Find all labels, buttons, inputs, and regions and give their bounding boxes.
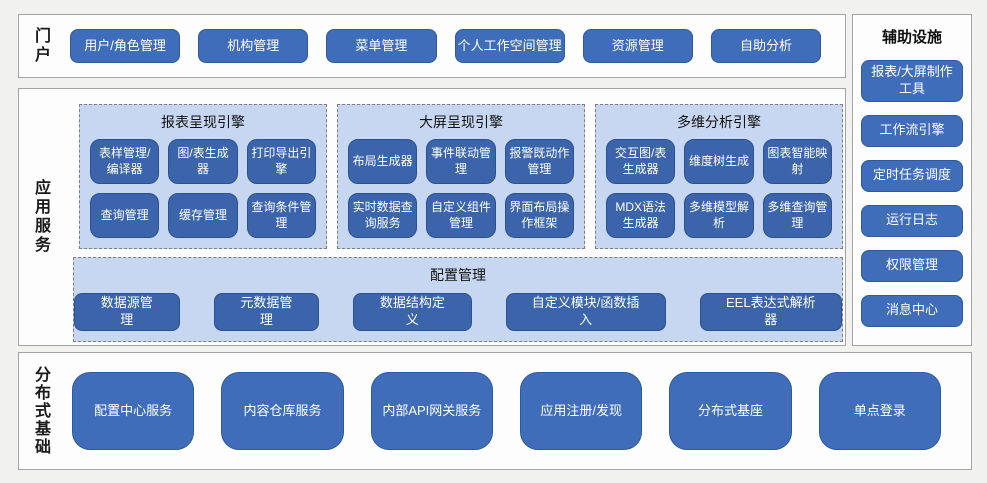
portal-button[interactable]: 自助分析 (710, 29, 822, 63)
engine-button[interactable]: 图表智能映射 (762, 139, 832, 184)
engine-button[interactable]: 自定义组件管理 (426, 193, 496, 238)
engine-button[interactable]: MDX语法生成器 (606, 193, 676, 238)
engine-button[interactable]: 打印导出引擎 (246, 139, 316, 184)
portal-button[interactable]: 菜单管理 (326, 29, 437, 63)
config-button[interactable]: 数据源管理 (74, 293, 180, 331)
auxiliary-button[interactable]: 定时任务调度 (861, 159, 963, 192)
config-title: 配置管理 (430, 267, 486, 283)
portal-section: 门户 用户/角色管理机构管理菜单管理个人工作空间管理资源管理自助分析 (18, 14, 846, 78)
engine-button[interactable]: 查询条件管理 (246, 193, 316, 238)
engine-button[interactable]: 交互图/表生成器 (606, 139, 676, 184)
engine-title: 报表呈现引擎 (161, 114, 245, 130)
config-button[interactable]: 自定义模块/函数插入 (505, 293, 666, 331)
engine-panel-bigscreen: 大屏呈现引擎 布局生成器事件联动管理报警既动作管理实时数据查询服务自定义组件管理… (337, 104, 585, 249)
config-button[interactable]: EEL表达式解析器 (699, 293, 842, 331)
auxiliary-button[interactable]: 权限管理 (861, 249, 963, 282)
engine-button[interactable]: 布局生成器 (348, 139, 418, 184)
engine-button[interactable]: 实时数据查询服务 (348, 193, 418, 238)
auxiliary-section: 辅助设施 报表/大屏制作工具工作流引擎定时任务调度运行日志权限管理消息中心 (852, 14, 972, 346)
distributed-buttons: 配置中心服务内容仓库服务内部API网关服务应用注册/发现分布式基座单点登录 (72, 372, 941, 450)
distributed-label: 分布式基础 (32, 366, 49, 456)
portal-button[interactable]: 机构管理 (198, 29, 309, 63)
engine-button[interactable]: 查询管理 (90, 193, 160, 238)
config-button[interactable]: 数据结构定义 (353, 293, 472, 331)
engine-button[interactable]: 缓存管理 (168, 193, 238, 238)
app-services-section: 应用服务 报表呈现引擎 表样管理/编译器图/表生成器打印导出引擎查询管理缓存管理… (18, 88, 846, 346)
auxiliary-button[interactable]: 工作流引擎 (861, 114, 963, 147)
engine-button[interactable]: 事件联动管理 (426, 139, 496, 184)
engine-button[interactable]: 多维模型解析 (684, 193, 754, 238)
distributed-section: 分布式基础 配置中心服务内容仓库服务内部API网关服务应用注册/发现分布式基座单… (18, 352, 972, 470)
auxiliary-button[interactable]: 报表/大屏制作工具 (861, 60, 963, 102)
portal-button[interactable]: 个人工作空间管理 (454, 29, 565, 63)
distributed-button[interactable]: 内容仓库服务 (221, 372, 344, 450)
portal-button[interactable]: 资源管理 (582, 29, 693, 63)
auxiliary-button[interactable]: 运行日志 (861, 204, 963, 237)
engine-buttons: 交互图/表生成器维度树生成图表智能映射 MDX语法生成器多维模型解析多维查询管理 (596, 139, 842, 238)
engine-button[interactable]: 多维查询管理 (762, 193, 832, 238)
auxiliary-title: 辅助设施 (881, 29, 942, 46)
engine-buttons: 表样管理/编译器图/表生成器打印导出引擎查询管理缓存管理查询条件管理 (80, 139, 326, 238)
engine-title: 多维分析引擎 (677, 114, 761, 130)
auxiliary-button[interactable]: 消息中心 (861, 294, 963, 327)
engine-button[interactable]: 表样管理/编译器 (90, 139, 160, 184)
config-panel: 配置管理 数据源管理元数据管理数据结构定义自定义模块/函数插入 EEL表达式解析器 (73, 257, 843, 342)
distributed-button[interactable]: 应用注册/发现 (519, 372, 643, 450)
portal-items: 用户/角色管理机构管理菜单管理个人工作空间管理资源管理自助分析 (70, 29, 822, 63)
engine-panel-olap: 多维分析引擎 交互图/表生成器维度树生成图表智能映射 MDX语法生成器多维模型解析… (595, 104, 843, 249)
engine-buttons: 布局生成器事件联动管理报警既动作管理实时数据查询服务自定义组件管理界面布局操作框… (338, 139, 584, 238)
engine-panel-report: 报表呈现引擎 表样管理/编译器图/表生成器打印导出引擎查询管理缓存管理查询条件管… (79, 104, 327, 249)
app-services-label: 应用服务 (32, 179, 49, 255)
engine-title: 大屏呈现引擎 (419, 114, 503, 130)
engine-button[interactable]: 报警既动作管理 (504, 139, 574, 184)
engine-button[interactable]: 图/表生成器 (168, 139, 238, 184)
distributed-button[interactable]: 单点登录 (818, 372, 941, 450)
config-button[interactable]: 元数据管理 (213, 293, 320, 331)
engine-panels: 报表呈现引擎 表样管理/编译器图/表生成器打印导出引擎查询管理缓存管理查询条件管… (79, 104, 843, 249)
engine-button[interactable]: 维度树生成 (684, 139, 754, 184)
distributed-button[interactable]: 配置中心服务 (72, 372, 195, 450)
auxiliary-buttons: 报表/大屏制作工具工作流引擎定时任务调度运行日志权限管理消息中心 (853, 60, 971, 327)
portal-button[interactable]: 用户/角色管理 (70, 29, 181, 63)
portal-label: 门户 (32, 27, 49, 65)
config-buttons: 数据源管理元数据管理数据结构定义自定义模块/函数插入 EEL表达式解析器 (74, 293, 842, 331)
distributed-button[interactable]: 内部API网关服务 (370, 372, 493, 450)
engine-button[interactable]: 界面布局操作框架 (504, 193, 574, 238)
distributed-button[interactable]: 分布式基座 (669, 372, 792, 450)
